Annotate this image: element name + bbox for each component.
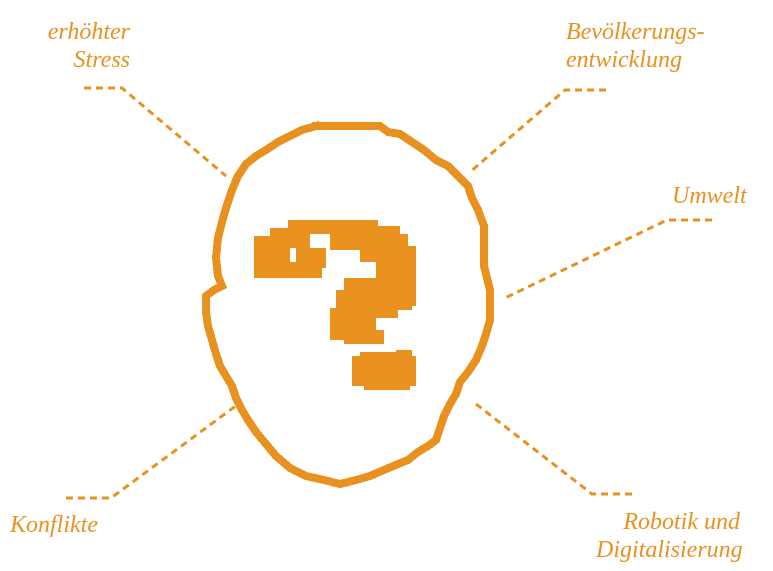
label-bevoelkerungsentwicklung: Bevölkerungs- entwicklung xyxy=(566,18,705,74)
label-konflikte-line1: Konflikte xyxy=(10,512,98,538)
connector-stress xyxy=(84,86,227,178)
connector-lines xyxy=(66,86,712,500)
connector-robotik xyxy=(475,402,632,496)
pixel-head-icon xyxy=(202,121,494,489)
label-erhoehter-stress-line2: Stress xyxy=(73,47,130,73)
label-robotik-digitalisierung: Robotik und Digitalisierung xyxy=(596,508,743,564)
label-robotik-line2: Digitalisierung xyxy=(596,537,743,563)
label-robotik-line1: Robotik und xyxy=(623,509,740,535)
label-erhoehter-stress-line1: erhöhter xyxy=(47,19,130,45)
label-erhoehter-stress: erhöhter Stress xyxy=(28,18,130,74)
label-konflikte: Konflikte xyxy=(10,511,98,539)
connector-konflikte xyxy=(66,403,238,500)
label-umwelt-line1: Umwelt xyxy=(672,183,747,209)
question-mark-icon xyxy=(254,220,416,390)
label-bevoelkerung-line2: entwicklung xyxy=(566,47,682,73)
connector-umwelt xyxy=(502,218,712,301)
connector-bevoelkerung xyxy=(469,88,606,174)
label-bevoelkerung-line1: Bevölkerungs- xyxy=(566,19,705,45)
label-umwelt: Umwelt xyxy=(672,182,747,210)
